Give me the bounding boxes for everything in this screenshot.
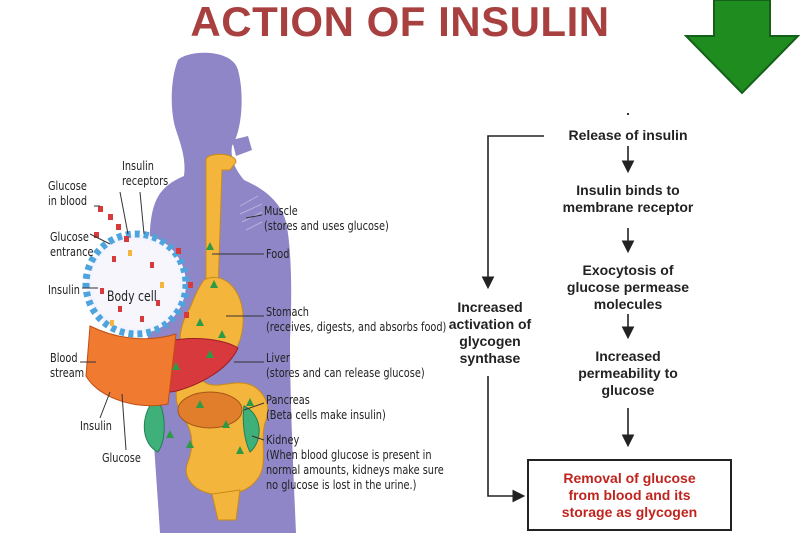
- label-glucose-bottom: Glucose: [102, 450, 141, 465]
- blood-stream: [85, 325, 177, 407]
- decorative-dot: [627, 113, 629, 115]
- label-body-cell: Body cell: [107, 289, 157, 305]
- label-insulin: Insulin: [48, 282, 80, 297]
- label-food: Food: [266, 246, 290, 261]
- glucose-markers: [166, 242, 254, 454]
- kidney-right: [242, 405, 260, 453]
- page-title: ACTION OF INSULIN: [190, 0, 610, 45]
- body-illustration: [80, 52, 296, 533]
- muscle-area: [239, 195, 263, 231]
- kidney-left: [143, 401, 165, 453]
- label-insulin-bottom: Insulin: [80, 418, 112, 433]
- label-pancreas: Pancreas(Beta cells make insulin): [266, 392, 386, 422]
- body-cell: [82, 230, 190, 338]
- glucose-in-blood-markers: [94, 206, 193, 318]
- flow-step-release-insulin: Release of insulin: [568, 127, 688, 143]
- down-arrow-icon: [684, 0, 800, 95]
- pancreas-organ: [177, 391, 243, 429]
- label-stomach: Stomach(receives, digests, and absorbs f…: [266, 304, 447, 334]
- label-liver: Liver(stores and can release glucose): [266, 350, 425, 380]
- label-muscle: Muscle(stores and uses glucose): [264, 203, 389, 233]
- label-kidney: Kidney(When blood glucose is present in …: [266, 432, 444, 492]
